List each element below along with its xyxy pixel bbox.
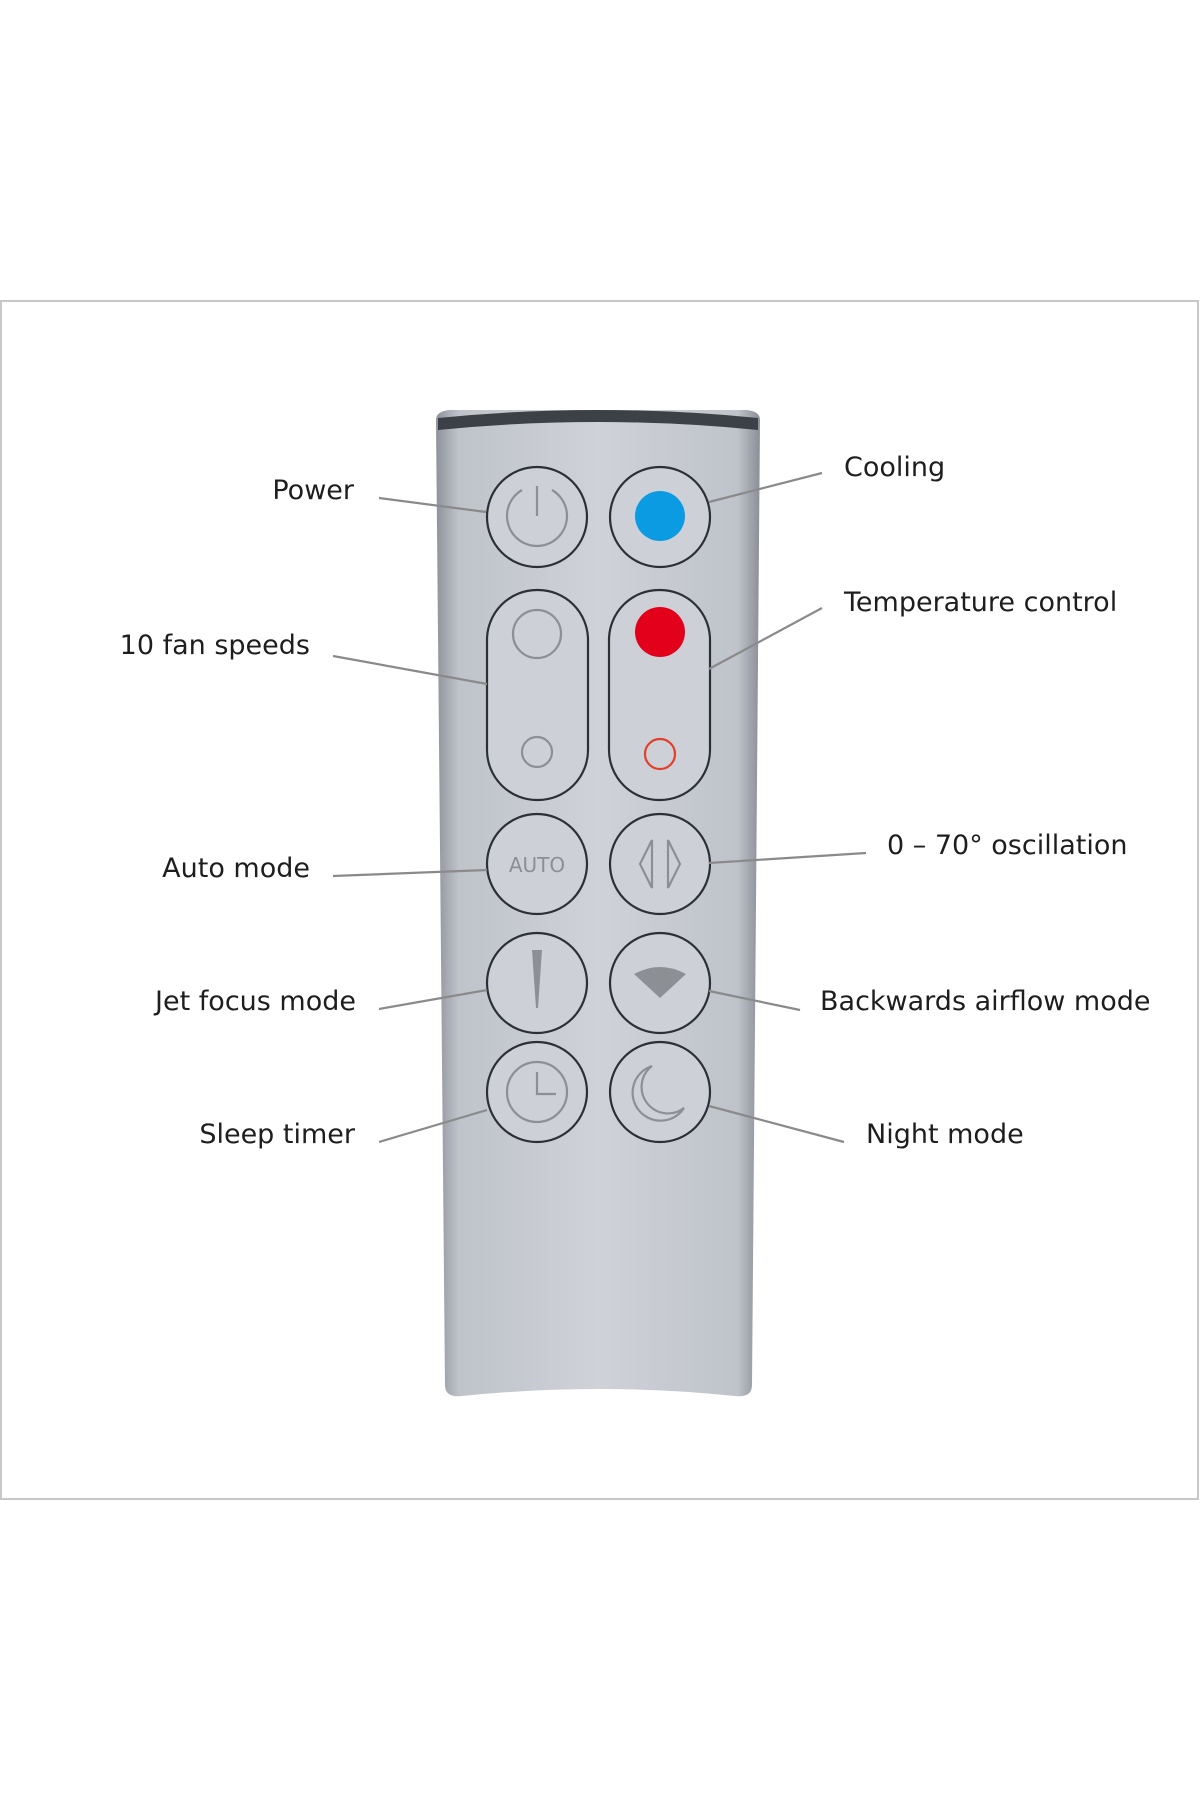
label-jet-focus: Jet focus mode xyxy=(153,986,356,1017)
jet-focus-button[interactable] xyxy=(485,931,589,1035)
label-fan-speeds: 10 fan speeds xyxy=(120,630,310,661)
label-auto: Auto mode xyxy=(162,853,310,884)
jet-focus-icon xyxy=(532,950,542,1008)
night-mode-button[interactable] xyxy=(608,1040,712,1144)
label-night: Night mode xyxy=(866,1119,1024,1150)
label-sleep-timer: Sleep timer xyxy=(199,1119,356,1150)
label-power: Power xyxy=(272,475,355,506)
power-icon xyxy=(505,486,569,547)
cooling-dot-icon xyxy=(635,491,685,541)
cooling-button[interactable] xyxy=(608,465,712,569)
fan-speed-buttons[interactable] xyxy=(485,588,590,802)
backwards-airflow-icon xyxy=(634,967,686,998)
remote-body xyxy=(436,410,760,1397)
label-backwards: Backwards airflow mode xyxy=(820,986,1151,1017)
label-cooling: Cooling xyxy=(844,452,945,483)
label-oscillation: 0 – 70° oscillation xyxy=(887,830,1127,861)
power-button[interactable] xyxy=(485,465,589,569)
remote-top-edge xyxy=(438,410,758,430)
fan-speed-down-icon[interactable] xyxy=(520,735,554,769)
temperature-down-icon[interactable] xyxy=(643,737,677,771)
auto-mode-button[interactable]: AUTO xyxy=(485,812,589,916)
leader-lines xyxy=(332,471,867,1144)
oscillation-arrows-icon xyxy=(638,839,682,889)
temperature-buttons[interactable] xyxy=(607,588,712,802)
temperature-up-icon[interactable] xyxy=(635,607,685,657)
label-temperature: Temperature control xyxy=(843,587,1117,618)
auto-icon: AUTO xyxy=(509,853,565,877)
backwards-airflow-button[interactable] xyxy=(608,931,712,1035)
moon-icon xyxy=(631,1064,685,1122)
clock-icon xyxy=(505,1060,569,1124)
sleep-timer-button[interactable] xyxy=(485,1040,589,1144)
oscillation-button[interactable] xyxy=(608,812,712,916)
fan-speed-up-icon[interactable] xyxy=(511,608,563,660)
